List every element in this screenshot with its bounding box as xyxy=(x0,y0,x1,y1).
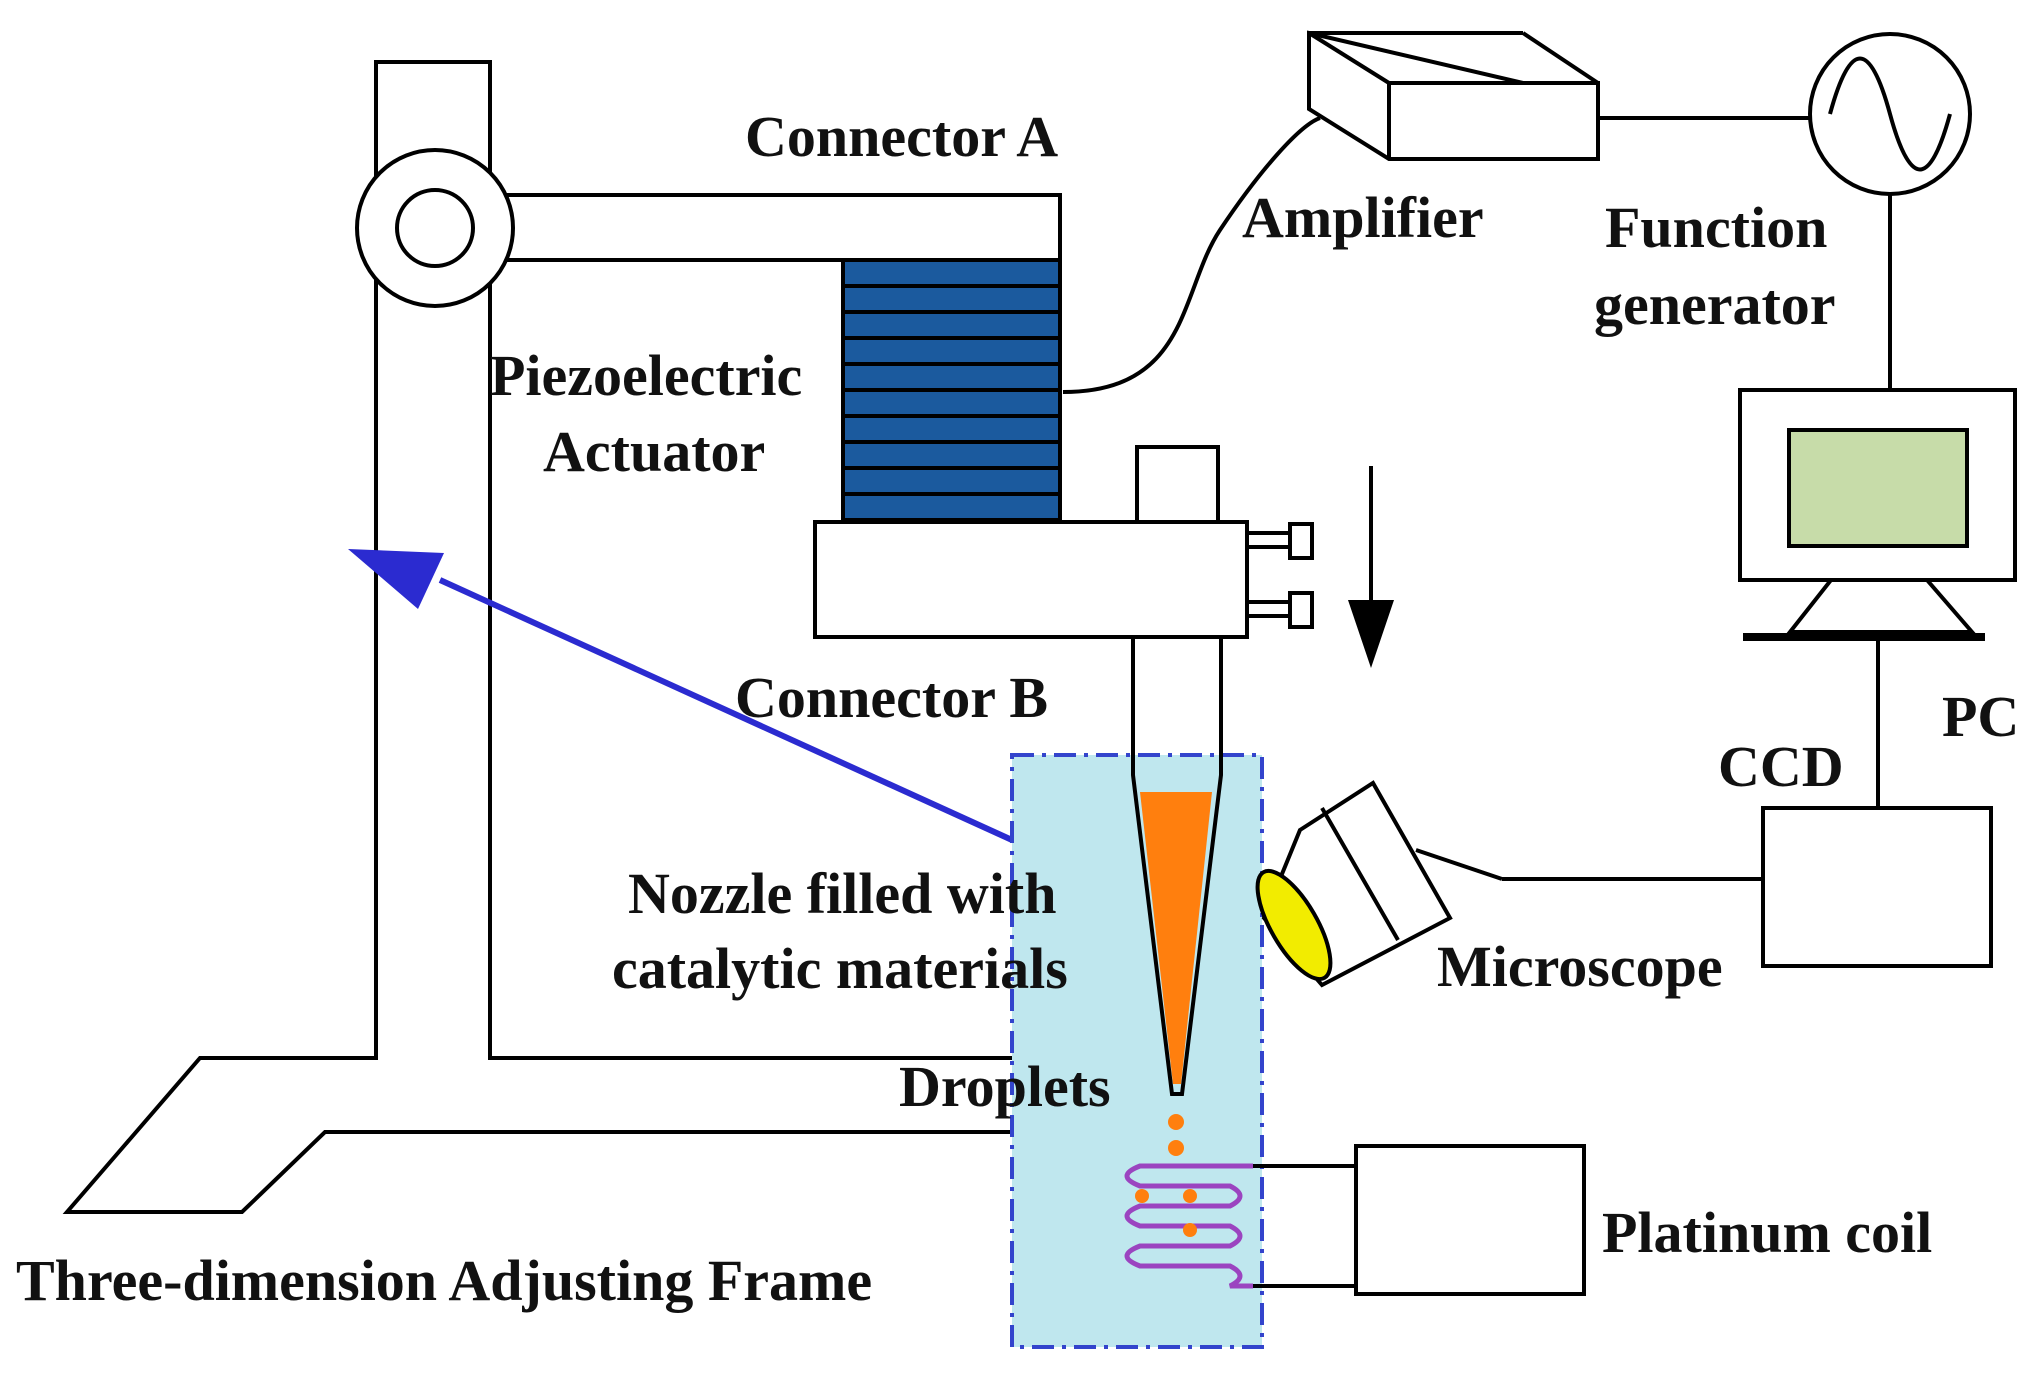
nozzle-label-line2: catalytic materials xyxy=(612,936,1068,1001)
microscope-label: Microscope xyxy=(1437,934,1723,999)
nozzle-holder-icon xyxy=(813,445,1314,639)
piezo-label-line2: Actuator xyxy=(543,419,765,484)
pc-label: PC xyxy=(1942,684,2019,749)
nozzle-icon xyxy=(1131,637,1223,1096)
platinum-coil-icon xyxy=(1124,1144,1586,1296)
ccd-label: CCD xyxy=(1718,734,1844,799)
function-generator-label-line1: Function xyxy=(1605,195,1827,260)
nozzle-label-line1: Nozzle filled with xyxy=(628,861,1056,926)
down-arrow-icon xyxy=(1348,466,1394,668)
microscope-icon xyxy=(1255,780,1453,988)
piezo-label-line1: Piezoelectric xyxy=(490,343,802,408)
frame-label: Three-dimension Adjusting Frame xyxy=(16,1248,872,1313)
droplets-icon xyxy=(1168,1114,1184,1156)
amplifier-box-icon xyxy=(1062,30,1809,394)
pointer-arrow-icon xyxy=(348,549,1014,843)
nozzle-zone xyxy=(1010,753,1264,1349)
connector-a-label: Connector A xyxy=(745,104,1058,169)
droplets-label: Droplets xyxy=(899,1054,1111,1119)
amplifier-label: Amplifier xyxy=(1242,185,1484,250)
piezo-stack-icon xyxy=(841,258,1062,522)
ccd-box-icon xyxy=(1415,806,1993,968)
platinum-coil-label: Platinum coil xyxy=(1602,1200,1932,1265)
connector-b-label: Connector B xyxy=(735,665,1048,730)
function-generator-label-line2: generator xyxy=(1594,272,1836,337)
monitor-icon xyxy=(1738,388,2017,808)
sine-wave-icon xyxy=(1808,32,1972,390)
